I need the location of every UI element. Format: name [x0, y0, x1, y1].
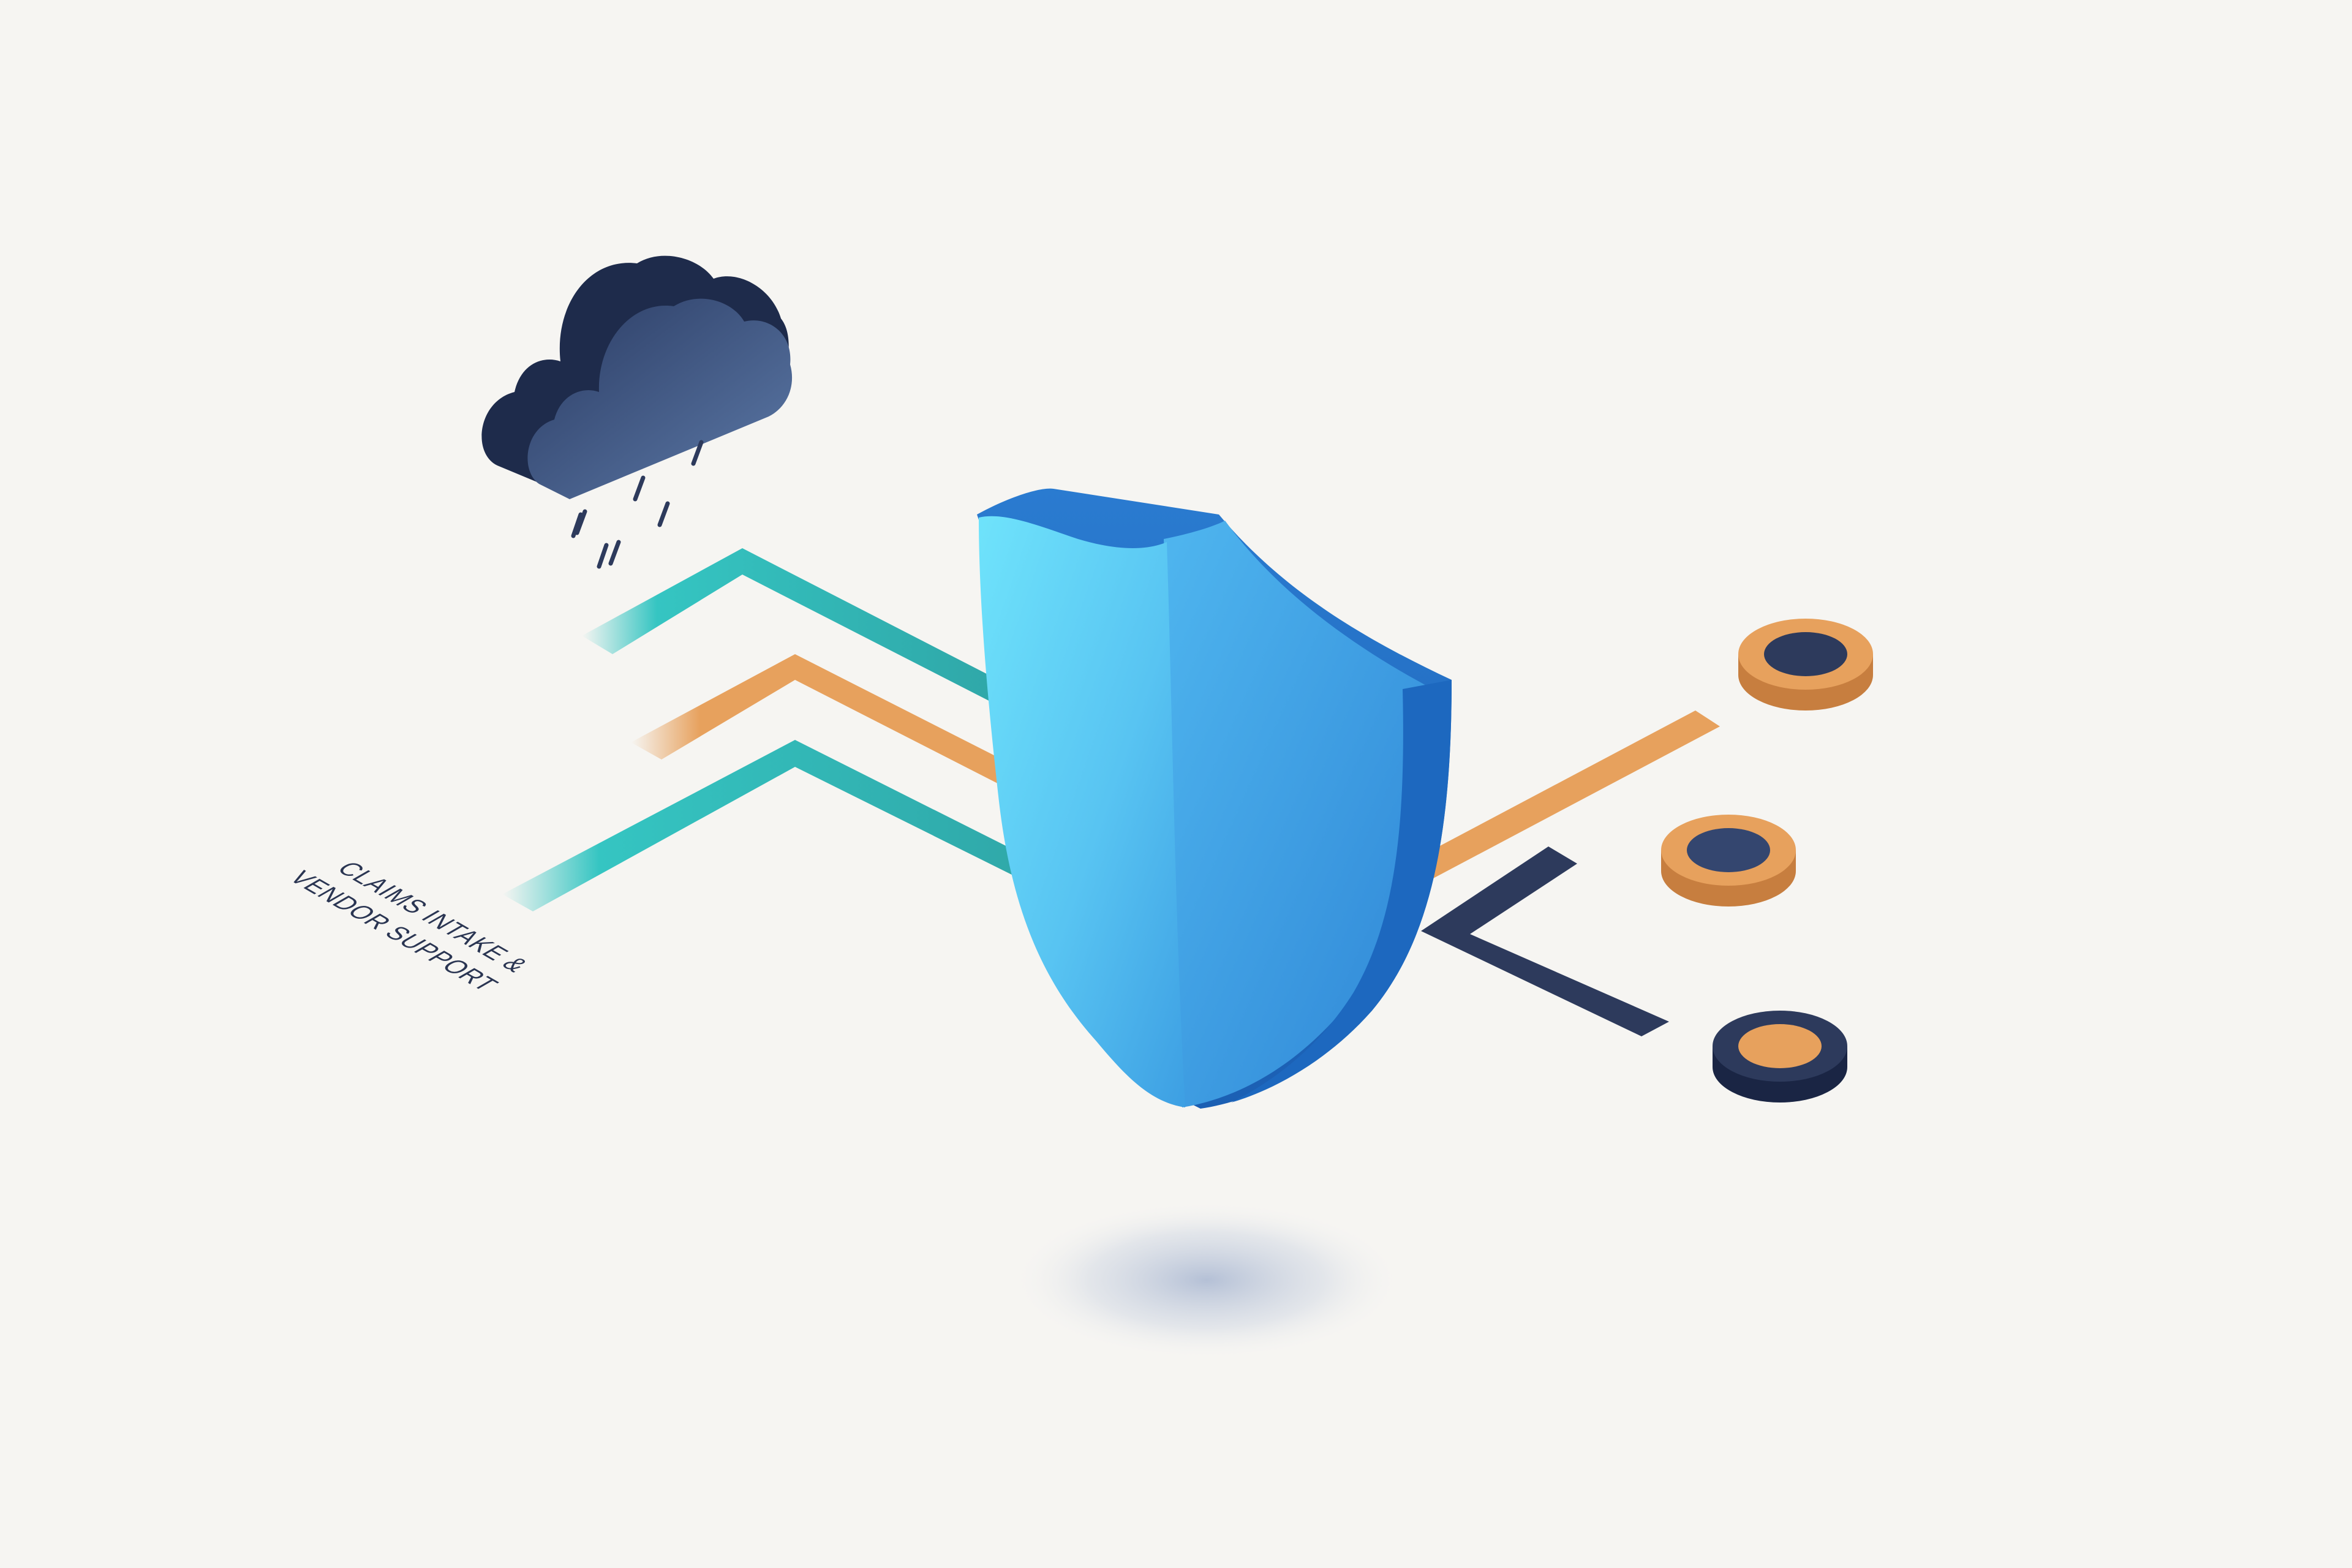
- rain-drops: [571, 440, 704, 569]
- flow-line-navy-right: [1421, 846, 1669, 1036]
- disc-orange-top: [1738, 619, 1873, 710]
- shield-front-face: [979, 516, 1185, 1107]
- incoming-flow-lines: [502, 548, 1041, 911]
- shield-icon: [977, 488, 1452, 1109]
- rain-cloud-icon: [481, 255, 793, 569]
- outgoing-flow-lines: [1409, 710, 1720, 1036]
- flow-line-teal-bottom: [502, 740, 1041, 911]
- shield-side-strip: [1231, 680, 1452, 1102]
- flow-line-teal-top: [582, 548, 998, 706]
- shield-shadow: [1011, 1200, 1403, 1360]
- disc-navy-bottom: [1713, 1011, 1847, 1102]
- shield-right-face: [1164, 521, 1427, 1107]
- disc-orange-middle: [1661, 815, 1796, 907]
- cloud-face: [527, 298, 793, 499]
- flow-line-orange-right: [1409, 710, 1720, 878]
- flow-line-orange: [631, 654, 1017, 793]
